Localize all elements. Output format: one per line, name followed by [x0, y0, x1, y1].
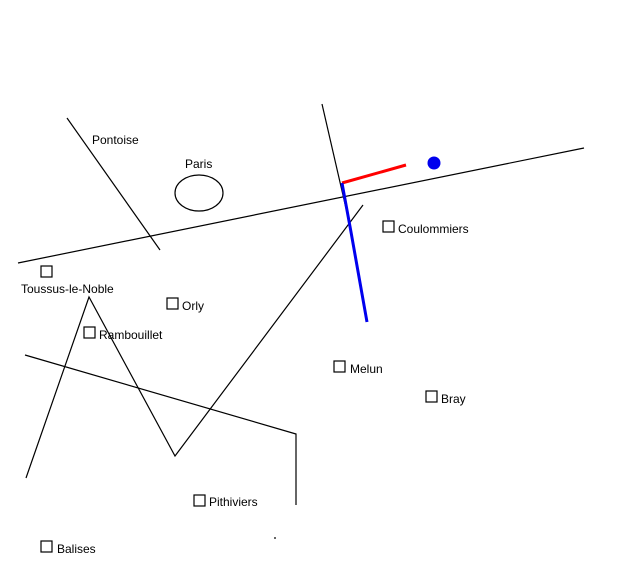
label-paris: Paris: [185, 157, 212, 171]
label-rambouillet: Rambouillet: [99, 328, 163, 342]
pontoise-line: [66, 117, 161, 251]
label-toussus: Toussus-le-Noble: [21, 282, 114, 296]
coulommiers-marker: [382, 220, 395, 233]
label-orly: Orly: [182, 299, 204, 313]
long-diagonal-line: [17, 147, 585, 264]
bray-marker: [425, 390, 438, 403]
orly-marker: [166, 297, 179, 310]
label-melun: Melun: [350, 362, 383, 376]
label-balises: Balises: [57, 542, 96, 556]
place-markers: [40, 220, 438, 553]
rambouillet-marker: [83, 326, 96, 339]
label-pontoise: Pontoise: [92, 133, 139, 147]
toussus-marker: [40, 265, 53, 278]
southern-boundary-line: [24, 354, 297, 505]
boundary-lines: [17, 103, 585, 539]
label-pithiviers: Pithiviers: [209, 495, 258, 509]
melun-marker: [333, 360, 346, 373]
paris-zone-ellipse: [174, 174, 224, 212]
label-coulommiers: Coulommiers: [398, 222, 469, 236]
label-bray: Bray: [441, 392, 466, 406]
red-segment: [341, 163, 407, 185]
blue-segment: [340, 182, 369, 323]
pithiviers-marker: [193, 494, 206, 507]
balises-marker: [40, 540, 53, 553]
zigzag-line: [25, 204, 364, 479]
blue-position-dot: [427, 156, 441, 170]
